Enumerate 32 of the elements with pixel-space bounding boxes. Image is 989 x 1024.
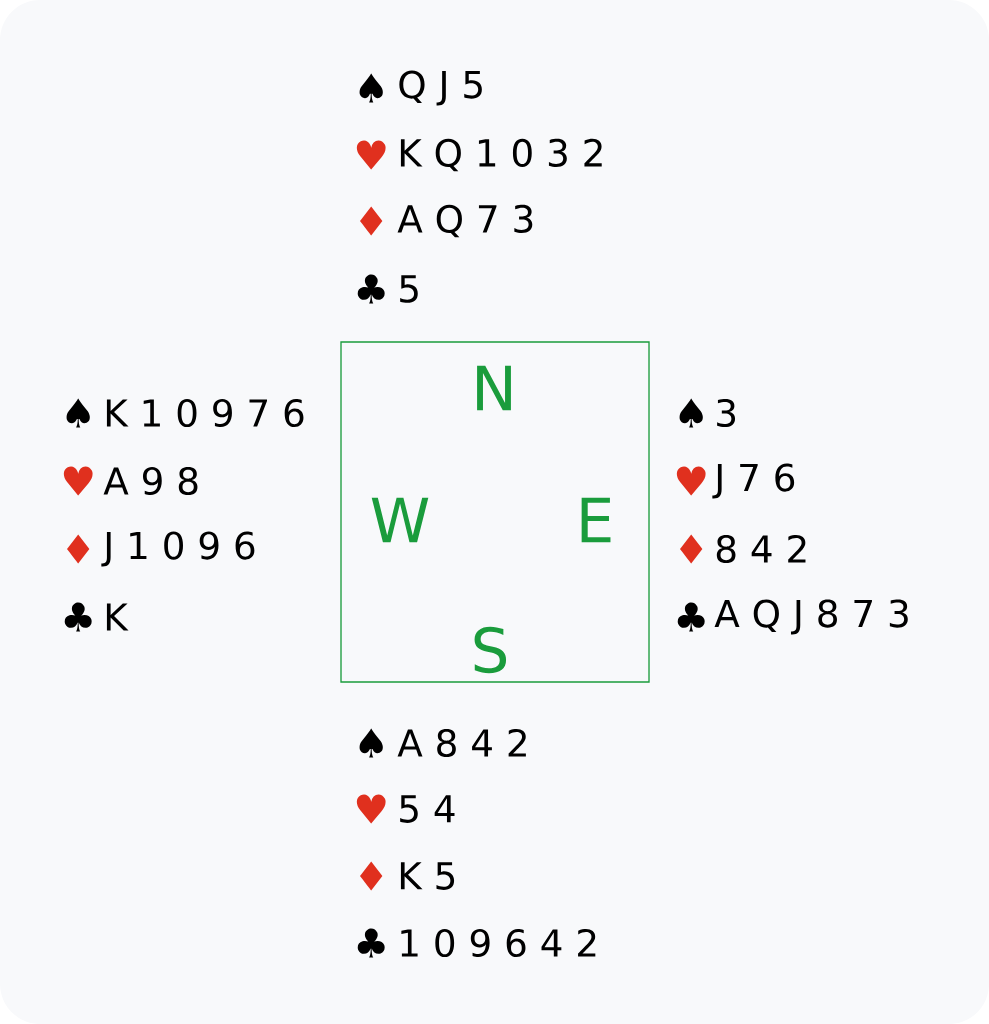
card-ranks: K 5 [400,862,455,890]
suit-symbol: ♥ [356,140,386,170]
card-ranks: Q J 5 [399,70,482,106]
compass-letter: S [474,626,507,674]
card-ranks: A 8 4 2 [397,728,526,758]
card-ranks: A 9 8 [103,466,198,496]
suit-symbol: ♥ [63,466,93,496]
suit-symbol: ♣ [64,602,92,632]
card-ranks: 8 4 2 [716,534,806,564]
suit-symbol: ♦ [360,861,383,891]
card-ranks: K 1 0 9 7 6 [106,398,304,428]
suit-symbol: ♠ [359,73,383,103]
suit-symbol: ♠ [66,398,90,428]
card-ranks: 1 0 9 6 4 2 [401,928,596,958]
card-ranks: 5 [400,275,418,303]
card-ranks: K Q 1 0 3 2 [400,138,602,172]
compass-letter: N [477,365,511,411]
suit-symbol: ♣ [357,274,385,304]
card-ranks: J 1 0 9 6 [101,531,255,567]
card-ranks: 3 [717,398,736,428]
card-ranks: A Q 7 3 [397,204,533,238]
card-ranks: A Q J 8 7 3 [714,599,908,635]
card-ranks: K [106,603,129,631]
suit-symbol: ♦ [360,206,383,236]
compass-letter: E [581,497,611,543]
suit-symbol: ♥ [356,794,386,824]
card-ranks: 5 4 [400,795,455,823]
suit-symbol: ♠ [359,728,383,758]
card-ranks: J 7 6 [712,463,795,499]
compass-letter: W [371,497,429,543]
suit-symbol: ♦ [67,534,90,564]
suit-symbol: ♣ [357,928,385,958]
